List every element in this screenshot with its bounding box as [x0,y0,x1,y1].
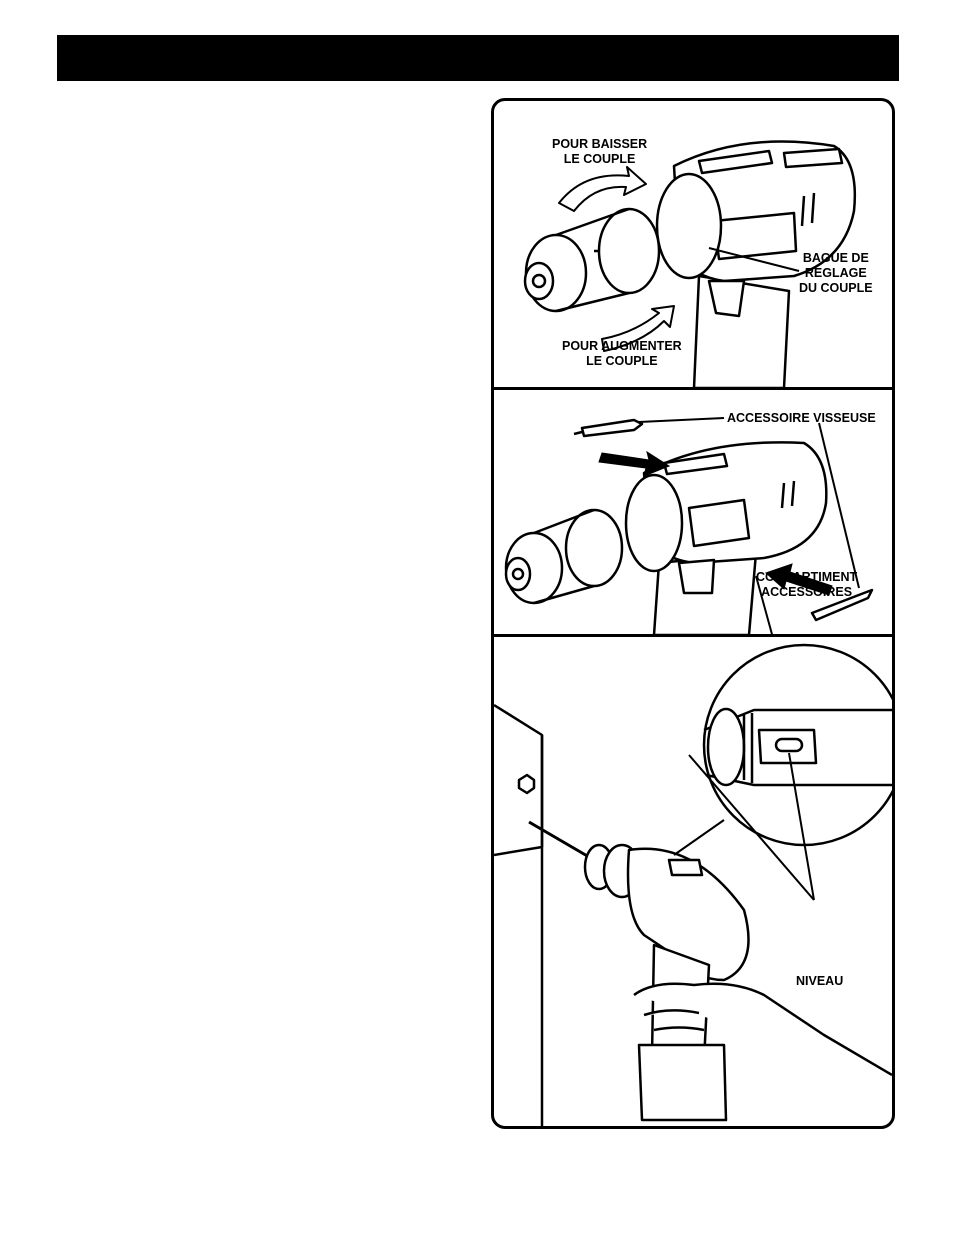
screwdriver-bit-label: ACCESSOIRE VISSEUSE [727,411,876,425]
panel-divider [494,634,892,637]
section-header-bar [57,35,899,81]
bubble-level-drill-illustration [494,643,892,1126]
panel-divider [494,387,892,390]
torque-adjustment-panel: POUR BAISSER LE COUPLE POUR AUGMENTER LE… [494,101,892,388]
bubble-level-panel: NIVEAU [494,635,892,1126]
illustration-frame: POUR BAISSER LE COUPLE POUR AUGMENTER LE… [491,98,895,1129]
bit-storage-label: COMPARTIMENT ACCESSOIRES [756,570,858,599]
torque-ring-label: BAGUE DE REGLAGE DU COUPLE [799,251,873,295]
bubble-level-label: NIVEAU [796,974,844,988]
bit-storage-drill-illustration [504,417,874,635]
increase-torque-label: POUR AUGMENTER LE COUPLE [562,339,682,368]
decrease-torque-label: POUR BAISSER LE COUPLE [552,137,648,166]
torque-drill-illustration [523,140,856,388]
bit-storage-panel: ACCESSOIRE VISSEUSE COMPARTIMENT ACCESSO… [494,388,892,635]
